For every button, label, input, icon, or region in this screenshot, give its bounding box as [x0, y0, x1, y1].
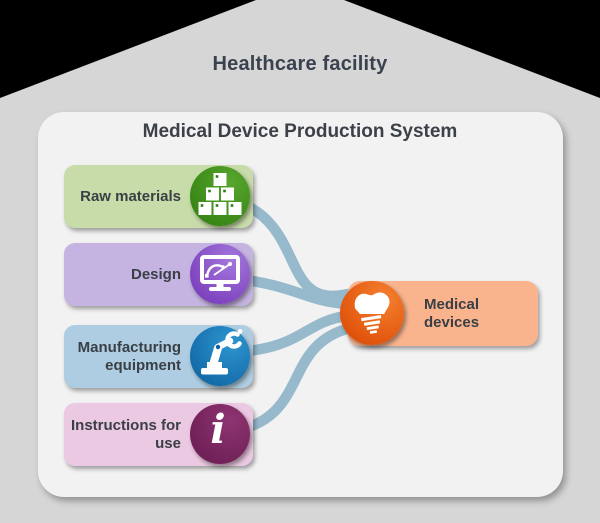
- info-italic-i-icon: i: [190, 404, 250, 464]
- production-system-title: Medical Device Production System: [142, 121, 458, 142]
- connector-raw-materials: [226, 194, 354, 302]
- connector-instructions: [224, 322, 356, 438]
- medical-devices-label: Medical devices: [424, 295, 480, 331]
- healthcare-facility-title: Healthcare facility: [212, 53, 388, 75]
- raw-materials-label: Raw materials: [80, 187, 181, 205]
- info-glyph: i: [210, 406, 226, 453]
- manufacturing-equipment-label: Manufacturing equipment: [77, 338, 181, 374]
- instructions-for-use-label: Instructions for use: [70, 416, 181, 452]
- stacked-boxes-icon: [190, 166, 250, 226]
- design-monitor-icon: [190, 244, 250, 304]
- dental-implant-icon: [340, 281, 404, 345]
- robot-arm-icon: [190, 326, 250, 386]
- design-label: Design: [130, 265, 181, 283]
